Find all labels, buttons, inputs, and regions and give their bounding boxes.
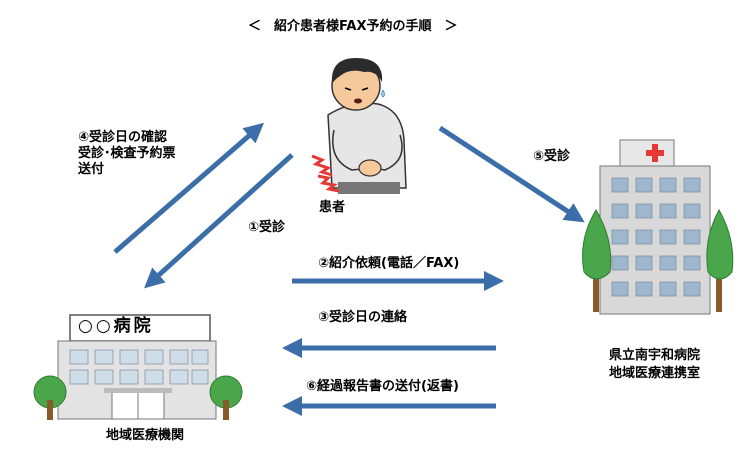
step4-label: ④受診日の確認 受診･検査予約票 送付	[78, 130, 176, 177]
patient-illustration	[311, 58, 407, 194]
step2-label: ②紹介依頼(電話／FAX)	[318, 256, 460, 271]
prefectural-hospital-label: 県立南宇和病院 地域医療連携室	[609, 348, 701, 381]
local-institution-building	[33, 314, 243, 420]
local-institution-label: 地域医療機関	[106, 428, 185, 443]
arrows	[113, 122, 585, 416]
arrow-step5-to-hospital	[438, 125, 585, 223]
arrow-step1-to-institution	[144, 153, 294, 289]
diagram-title: ＜ 紹介患者様FAX予約の手順 ＞	[248, 19, 458, 34]
patient-label: 患者	[319, 200, 346, 215]
step6-label: ⑥経過報告書の送付(返書)	[306, 379, 459, 394]
step1-label: ①受診	[248, 220, 286, 235]
arrow-step4-to-patient	[113, 122, 265, 254]
step5-label: ⑤受診	[533, 149, 571, 164]
step3-label: ③受診日の連絡	[318, 310, 408, 325]
prefectural-hospital-building	[582, 139, 734, 315]
local-institution-sign: ○○病院	[78, 316, 154, 336]
